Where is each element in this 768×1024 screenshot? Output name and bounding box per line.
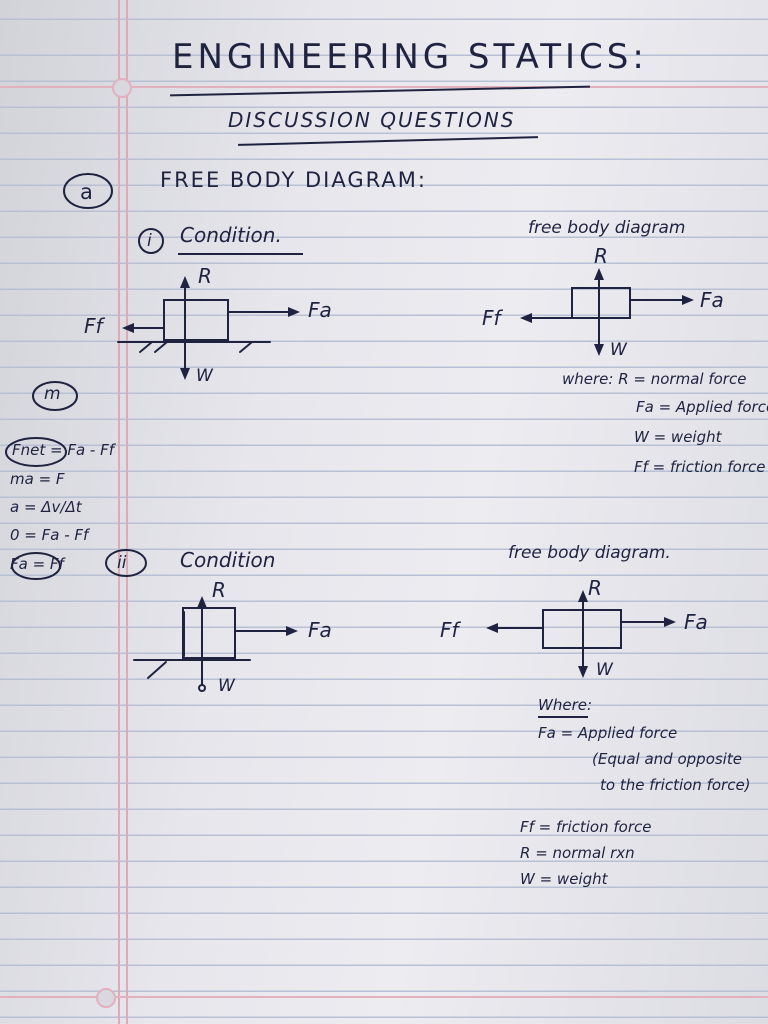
question-number: a bbox=[80, 180, 95, 204]
cond2-r-arrow bbox=[197, 596, 207, 608]
cond2-fbd-r-arrow bbox=[578, 590, 588, 602]
cond2-where-heading: Where: bbox=[538, 696, 593, 714]
cond1-fbd-fa-arrow bbox=[682, 295, 694, 305]
cond1-where-4: Ff = friction force bbox=[634, 458, 766, 476]
cond1-label-underline bbox=[178, 253, 303, 255]
cond2-fa-arrow bbox=[286, 626, 298, 636]
cond1-ff-arrow bbox=[122, 323, 134, 333]
cond2-label: Condition bbox=[180, 548, 276, 572]
page-subtitle: DISCUSSION QUESTIONS bbox=[228, 108, 516, 132]
side-note-ma: ma = F bbox=[10, 470, 65, 488]
cond1-fbd-label: free body diagram bbox=[528, 218, 686, 238]
cond1-where-1: where: R = normal force bbox=[562, 370, 747, 388]
cond2-fbd-r-label: R bbox=[588, 576, 602, 600]
cond1-number: i bbox=[147, 231, 152, 251]
cond1-fbd-ff-arrow bbox=[520, 313, 532, 323]
footer-rule bbox=[0, 996, 768, 998]
cond2-where-6: W = weight bbox=[520, 870, 608, 888]
cond1-fbd-w-label: W bbox=[610, 340, 627, 360]
cond1-fa-label: Fa bbox=[308, 298, 332, 322]
cond2-where-1: Fa = Applied force bbox=[538, 724, 678, 742]
cond2-fbd-fa-arrow bbox=[664, 617, 676, 627]
side-note-zero: 0 = Fa - Ff bbox=[10, 526, 89, 544]
cond2-where-3: to the friction force) bbox=[600, 776, 751, 794]
cond1-fbd-r-label: R bbox=[594, 244, 608, 268]
cond1-w-arrow bbox=[180, 368, 190, 380]
cond2-where-4: Ff = friction force bbox=[520, 818, 652, 836]
side-note-m: m bbox=[44, 384, 61, 404]
cond2-number: ii bbox=[117, 553, 127, 573]
cond2-where-5: R = normal rxn bbox=[520, 844, 635, 862]
side-note-fnet: Fnet = Fa - Ff bbox=[12, 441, 115, 459]
cond2-r-label: R bbox=[212, 578, 226, 602]
cond2-fbd-label: free body diagram. bbox=[508, 543, 671, 563]
cond2-fbd-w-arrow bbox=[578, 666, 588, 678]
cond2-where-underline bbox=[538, 716, 588, 718]
margin-line-left bbox=[118, 0, 120, 1024]
cond2-fbd-fa-label: Fa bbox=[684, 610, 708, 634]
cond2-w-label: W bbox=[218, 676, 235, 696]
cond2-fbd-ff-label: Ff bbox=[440, 618, 459, 642]
cond1-block bbox=[163, 299, 229, 341]
binding-hole-bottom bbox=[96, 988, 116, 1008]
cond1-ff-label: Ff bbox=[84, 314, 103, 338]
cond1-where-3: W = weight bbox=[634, 428, 722, 446]
cond2-fbd-ff-arrow bbox=[486, 623, 498, 633]
page-title: ENGINEERING STATICS: bbox=[172, 37, 648, 77]
cond1-w-label: W bbox=[196, 366, 213, 386]
cond1-fbd-fa-label: Fa bbox=[700, 288, 724, 312]
cond2-w-point bbox=[198, 684, 206, 692]
cond2-where-2: (Equal and opposite bbox=[592, 750, 742, 768]
margin-line-right bbox=[126, 0, 128, 1024]
cond1-fbd-block bbox=[571, 287, 631, 319]
cond1-r-label: R bbox=[198, 264, 212, 288]
cond2-fa-label: Fa bbox=[308, 618, 332, 642]
section-heading: FREE BODY DIAGRAM: bbox=[160, 168, 427, 192]
cond1-fa-arrow bbox=[288, 307, 300, 317]
side-note-result: Fa = Ff bbox=[10, 555, 64, 573]
cond1-r-arrow bbox=[180, 276, 190, 288]
header-rule bbox=[0, 86, 768, 88]
cond2-fbd-w-label: W bbox=[596, 660, 613, 680]
cond1-fbd-r-arrow bbox=[594, 268, 604, 280]
cond1-fbd-ff-label: Ff bbox=[482, 306, 501, 330]
side-note-accel: a = Δv/Δt bbox=[10, 498, 82, 516]
cond1-label: Condition. bbox=[180, 223, 282, 247]
binding-hole-top bbox=[112, 78, 132, 98]
cond1-fbd-w-arrow bbox=[594, 344, 604, 356]
cond1-where-2: Fa = Applied force bbox=[636, 398, 768, 416]
